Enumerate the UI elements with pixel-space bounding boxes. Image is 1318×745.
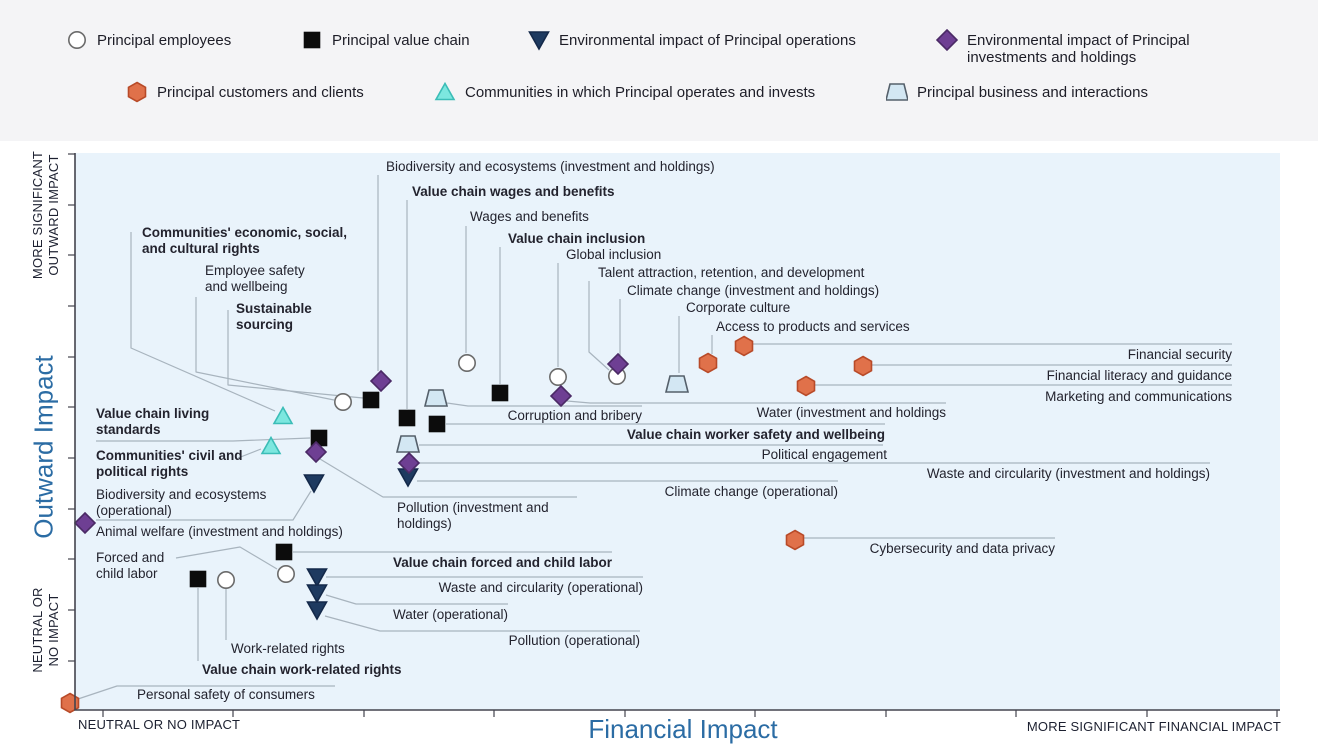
hexagon-marker: [734, 335, 754, 357]
triangle-down-marker: [528, 31, 550, 51]
circle-icon: [66, 29, 88, 51]
square-icon: [301, 29, 323, 51]
leader-line: [227, 310, 364, 399]
diamond-marker: [606, 352, 630, 376]
y-axis-title: Outward Impact: [28, 355, 59, 539]
hexagon-marker: [698, 352, 718, 374]
legend-item-env-operations: Environmental impact of Principal operat…: [528, 31, 856, 51]
legend-item-value-chain: Principal value chain: [301, 31, 470, 51]
triangle-down-marker: [303, 474, 325, 494]
leader-line: [319, 458, 577, 498]
trapezoid-icon: [884, 81, 910, 103]
leader-line: [324, 615, 640, 632]
diamond-marker: [304, 440, 328, 464]
legend-label: Principal customers and clients: [157, 84, 364, 101]
square-marker: [303, 31, 321, 49]
leader-line: [566, 400, 946, 404]
plot-background: [75, 153, 1280, 710]
triangle-up-icon: [434, 81, 456, 103]
trapezoid-marker: [884, 83, 910, 101]
square-marker: [275, 543, 293, 561]
triangle-down-marker: [306, 584, 328, 604]
circle-marker: [333, 392, 352, 411]
circle-marker: [68, 31, 86, 49]
legend-item-customers: Principal customers and clients: [126, 81, 364, 103]
square-marker: [362, 391, 380, 409]
diamond-marker: [73, 511, 97, 535]
leader-line: [588, 281, 610, 371]
triangle-down-marker: [306, 601, 328, 621]
leader-line: [96, 437, 311, 442]
legend-item-communities: Communities in which Principal operates …: [434, 81, 816, 103]
triangle-down-icon: [528, 29, 550, 51]
square-marker: [189, 570, 207, 588]
diamond-marker: [549, 384, 573, 408]
diamond-marker: [935, 28, 959, 52]
axes-lines: [74, 153, 1280, 711]
circle-marker: [217, 570, 236, 589]
trapezoid-marker: [664, 375, 690, 393]
legend-label: Principal value chain: [332, 32, 470, 49]
square-marker: [491, 384, 509, 402]
legend-label: Communities in which Principal operates …: [465, 84, 816, 101]
legend-label: Principal business and interactions: [917, 84, 1148, 101]
leader-line: [237, 448, 262, 459]
leader-line: [175, 546, 278, 570]
triangle-up-marker: [260, 435, 282, 455]
legend-label: Environmental impact of Principal invest…: [967, 32, 1190, 66]
trapezoid-marker: [423, 389, 449, 407]
hexagon-marker: [853, 355, 873, 377]
triangle-up-marker: [434, 81, 456, 101]
circle-marker: [457, 353, 476, 372]
diamond-marker: [369, 369, 393, 393]
hexagon-marker: [785, 529, 805, 551]
triangle-down-marker: [306, 568, 328, 588]
hexagon-icon: [126, 81, 148, 103]
square-marker: [398, 409, 416, 427]
diamond-marker: [397, 451, 421, 475]
leader-line: [96, 490, 312, 521]
leader-line: [446, 402, 642, 407]
legend-label: Environmental impact of Principal operat…: [559, 32, 856, 49]
chart-legend: Principal employees Principal value chai…: [0, 0, 1318, 141]
circle-marker: [548, 367, 567, 386]
circle-marker: [276, 564, 295, 583]
diamond-icon: [935, 28, 959, 52]
leader-line: [325, 594, 508, 605]
leader-line: [130, 232, 276, 412]
legend-item-env-investments: Environmental impact of Principal invest…: [935, 28, 1217, 66]
legend-item-employees: Principal employees: [66, 31, 231, 51]
leader-line: [77, 685, 335, 700]
x-axis-max-label: MORE SIGNIFICANT FINANCIAL IMPACT: [1026, 719, 1281, 734]
hexagon-marker: [796, 375, 816, 397]
x-axis-title: Financial Impact: [588, 714, 778, 744]
square-marker: [428, 415, 446, 433]
x-axis-min-label: NEUTRAL OR NO IMPACT: [78, 717, 241, 732]
triangle-up-marker: [272, 405, 294, 425]
legend-item-business: Principal business and interactions: [884, 81, 1148, 103]
trapezoid-marker: [395, 435, 421, 453]
legend-label: Principal employees: [97, 32, 232, 49]
hexagon-marker: [127, 81, 147, 103]
